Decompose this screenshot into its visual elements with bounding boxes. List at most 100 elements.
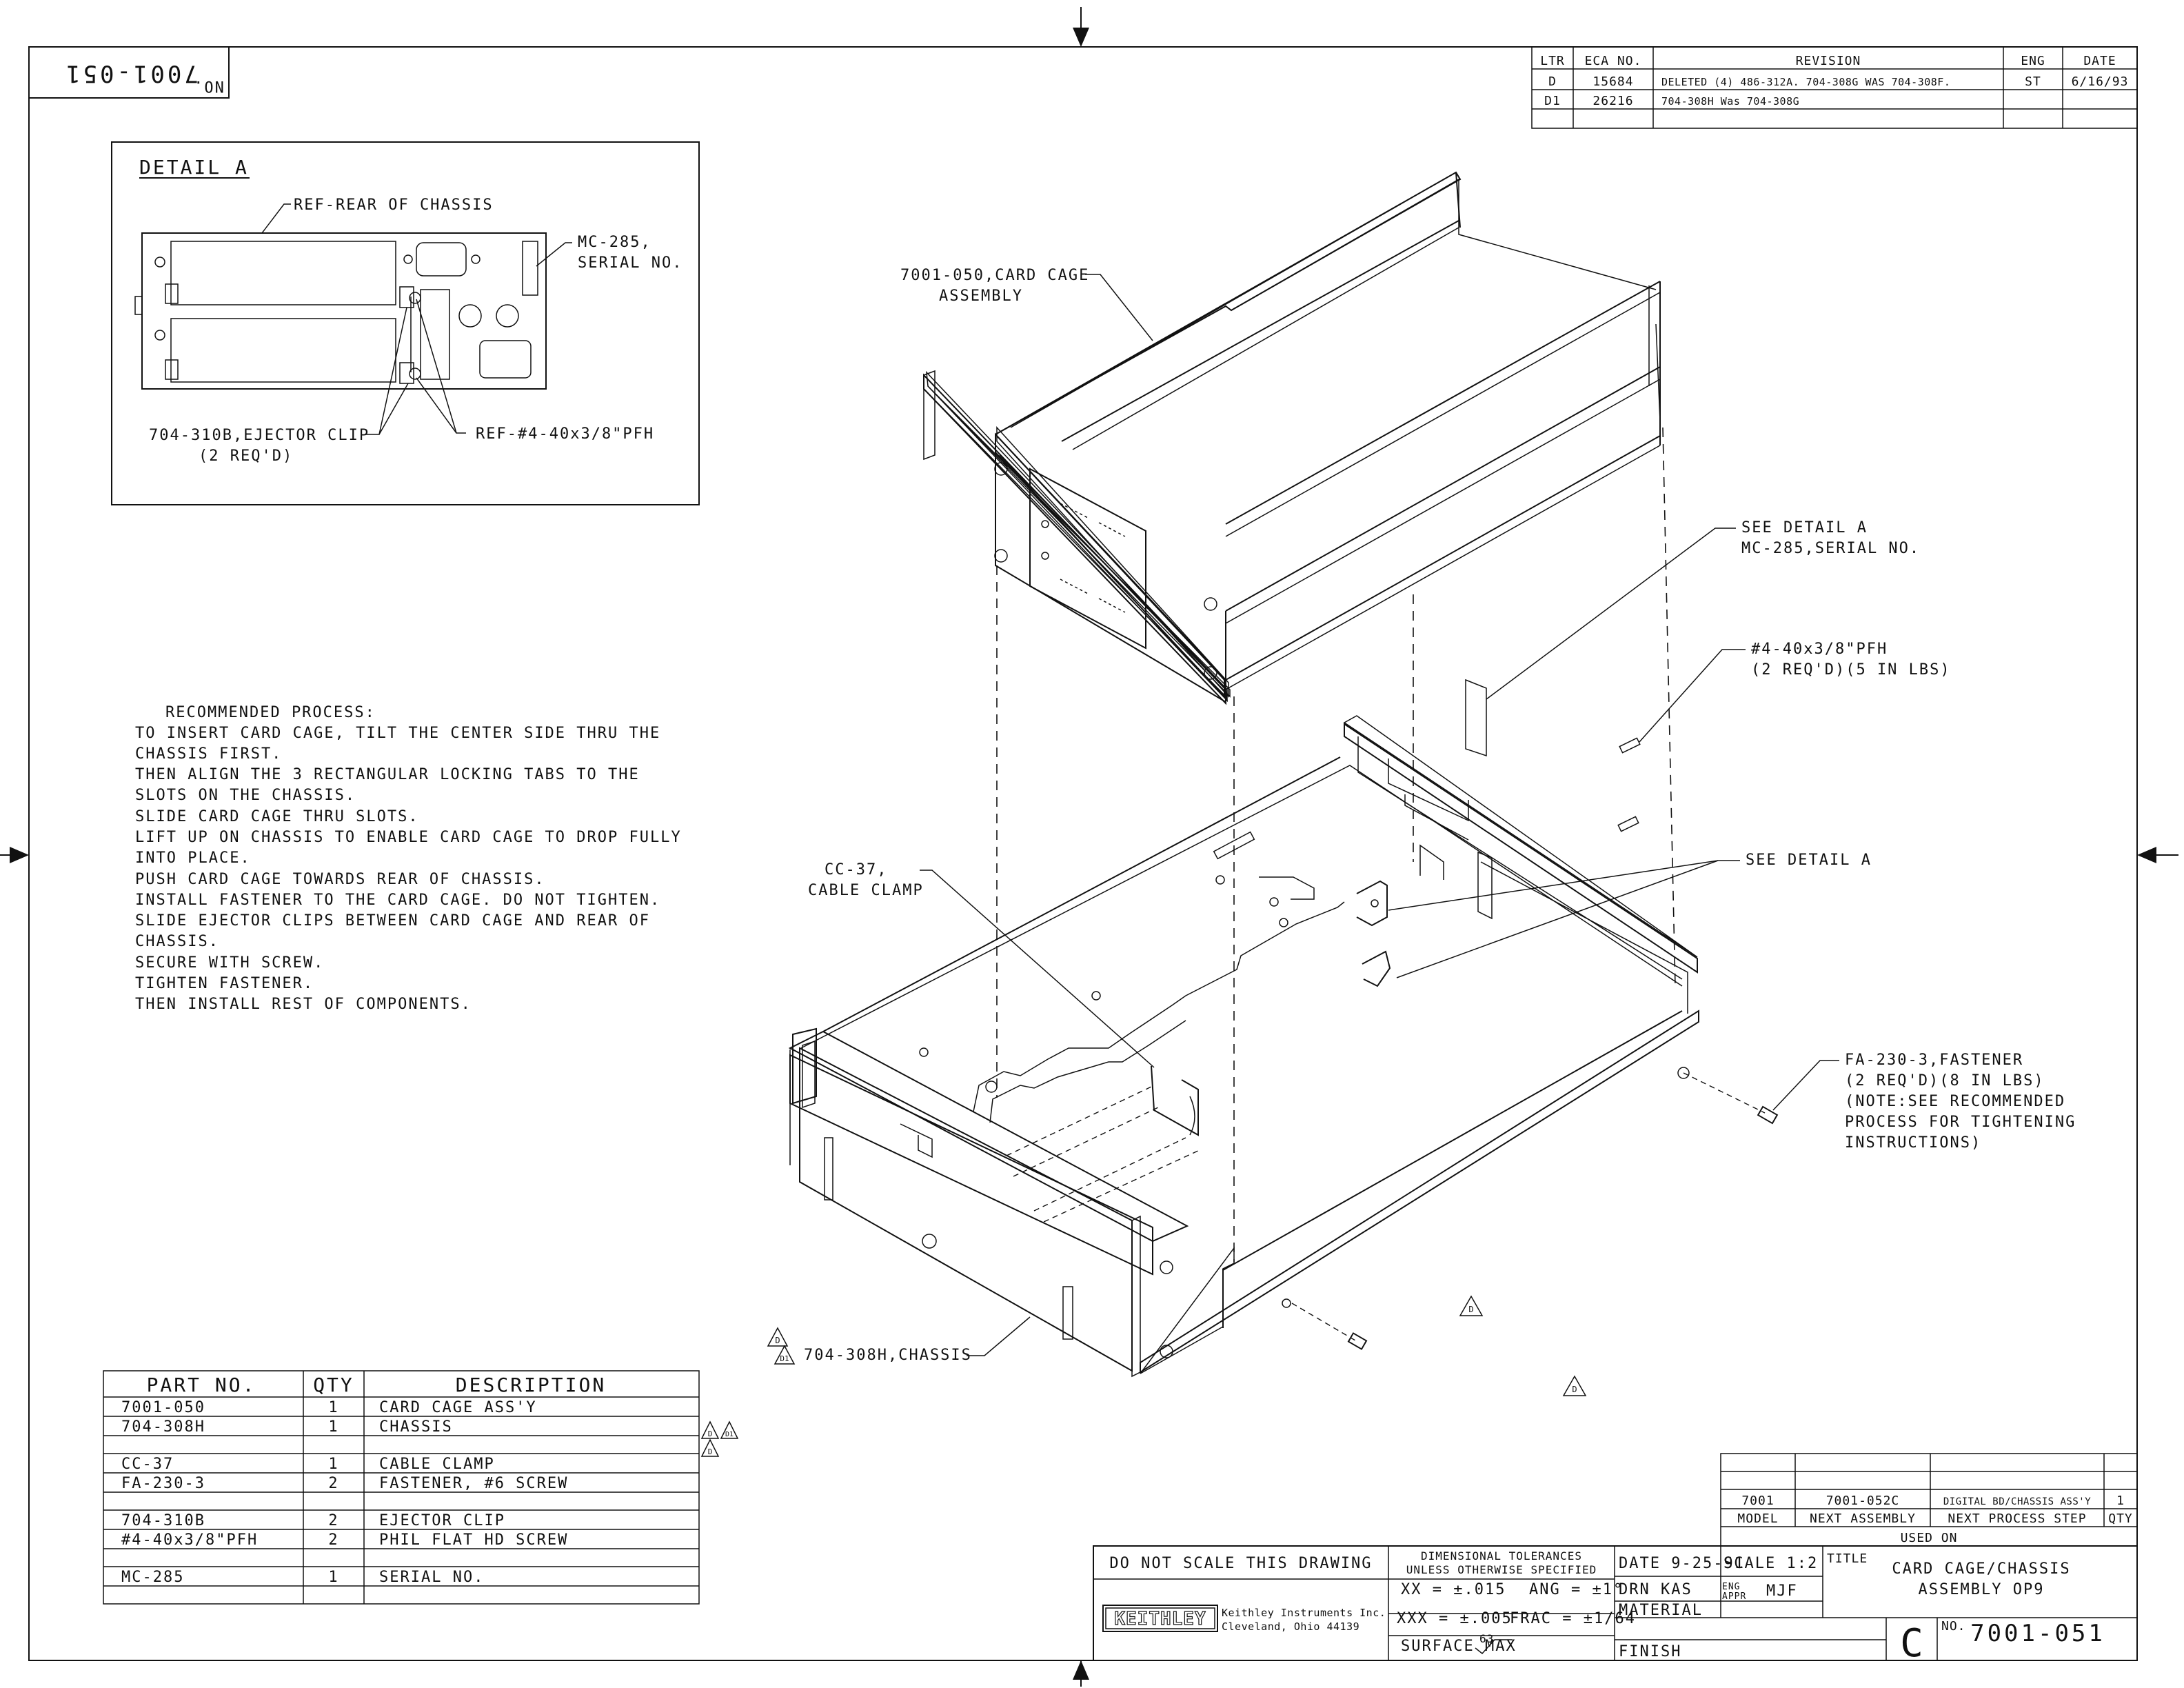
process-line-9: INSTALL FASTENER TO THE CARD CAGE. DO NO… xyxy=(135,892,660,909)
title-appr-label: APPR xyxy=(1722,1591,1746,1602)
parts-list: PART NO. QTY DESCRIPTION 7001-050 1 CARD… xyxy=(103,1370,739,1605)
used-on-next-assembly-value: 7001-052C xyxy=(1826,1494,1900,1508)
rev-row1-eca: 15684 xyxy=(1593,74,1633,89)
process-line-6: LIFT UP ON CHASSIS TO ENABLE CARD CAGE T… xyxy=(135,829,682,846)
callout-see-detail-a-clip: SEE DETAIL A xyxy=(1746,852,1872,869)
callout-fa230-qty: (2 REQ'D)(8 IN LBS) xyxy=(1845,1072,2045,1089)
title-material: MATERIAL xyxy=(1619,1602,1703,1619)
title-no-label: NO. xyxy=(1941,1619,1966,1634)
callout-see-detail-a: SEE DETAIL A xyxy=(1741,519,1868,536)
callout-mc285-serial: MC-285,SERIAL NO. xyxy=(1741,540,1920,557)
process-line-8: PUSH CARD CAGE TOWARDS REAR OF CHASSIS. xyxy=(135,871,545,888)
title-scale: SCALE 1:2 xyxy=(1723,1555,1818,1572)
parts-row-5-part: FA-230-3 xyxy=(121,1475,205,1492)
surface-max-value: 63 xyxy=(1479,1632,1494,1645)
process-heading: RECOMMENDED PROCESS: xyxy=(165,704,376,721)
detail-a-inset: DETAIL A REF-REAR OF CHASSIS MC-285, SER… xyxy=(111,141,700,505)
parts-row-2-qty: 1 xyxy=(328,1418,338,1436)
rev-row1-eng: ST xyxy=(2025,74,2041,89)
used-on-next-assembly-header: NEXT ASSEMBLY xyxy=(1810,1511,1916,1526)
parts-row-10-desc: SERIAL NO. xyxy=(379,1569,484,1586)
main-callouts: 7001-050,CARD CAGE ASSEMBLY SEE DETAIL A… xyxy=(767,267,2074,1396)
rev-triangle-chassis: D D1 xyxy=(767,1327,796,1365)
company-name: Keithley Instruments Inc. xyxy=(1222,1607,1386,1619)
parts-row-8-qty: 2 xyxy=(328,1531,338,1549)
parts-row-2-desc: CHASSIS xyxy=(379,1418,453,1436)
rev-header-eng: ENG xyxy=(2021,54,2045,68)
process-line-3: THEN ALIGN THE 3 RECTANGULAR LOCKING TAB… xyxy=(135,766,640,783)
drawing-number-box: 7001-051 NO. xyxy=(28,46,230,99)
callout-fa230-note-1: (NOTE:SEE RECOMMENDED xyxy=(1845,1093,2065,1110)
process-line-7: INTO PLACE. xyxy=(135,850,251,867)
parts-row-10-qty: 1 xyxy=(328,1569,338,1586)
tolerances-line-1: DIMENSIONAL TOLERANCES xyxy=(1421,1549,1582,1563)
detail-mc285-label: MC-285, xyxy=(578,234,651,251)
process-line-12: SECURE WITH SCREW. xyxy=(135,954,324,972)
detail-a-title: DETAIL A xyxy=(139,156,249,179)
parts-row-1-desc: CARD CAGE ASS'Y xyxy=(379,1399,537,1416)
parts-header-part-no: PART NO. xyxy=(147,1374,256,1396)
used-on-process-header: NEXT PROCESS STEP xyxy=(1948,1511,2086,1526)
rev-row1-date: 6/16/93 xyxy=(2072,74,2129,89)
title-drawn-by: DRN KAS xyxy=(1619,1581,1692,1598)
used-on-caption: USED ON xyxy=(1901,1531,1958,1545)
callout-cable-clamp: CABLE CLAMP xyxy=(808,882,924,899)
parts-row-5-desc: FASTENER, #6 SCREW xyxy=(379,1475,568,1492)
parts-row-4-part: CC-37 xyxy=(121,1456,174,1473)
detail-serial-label: SERIAL NO. xyxy=(578,254,682,272)
callout-pfh-screw: #4-40x3/8"PFH xyxy=(1751,641,1888,658)
parts-row-10-part: MC-285 xyxy=(121,1569,184,1586)
svg-text:D: D xyxy=(775,1336,780,1345)
svg-text:D: D xyxy=(1572,1385,1577,1394)
title-appr-value: MJF xyxy=(1766,1582,1798,1600)
tolerance-frac: FRAC = ±1/64 xyxy=(1510,1610,1636,1627)
svg-text:D1: D1 xyxy=(780,1354,789,1363)
detail-screw-label: REF-#4-40x3/8"PFH xyxy=(476,425,654,443)
parts-row-4-qty: 1 xyxy=(328,1456,338,1473)
title-label: TITLE xyxy=(1827,1551,1868,1566)
used-on-process-value: DIGITAL BD/CHASSIS ASS'Y xyxy=(1943,1496,2091,1507)
parts-rev-flag-3: D xyxy=(708,1447,713,1456)
callout-chassis: 704-308H,CHASSIS xyxy=(804,1347,972,1364)
parts-row-2-part: 704-308H xyxy=(121,1418,205,1436)
tolerance-ang: ANG = ±1° xyxy=(1529,1581,1624,1598)
rev-row1-revision: DELETED (4) 486-312A. 704-308G WAS 704-3… xyxy=(1661,76,1950,88)
parts-row-1-qty: 1 xyxy=(328,1399,338,1416)
process-line-1: TO INSERT CARD CAGE, TILT THE CENTER SID… xyxy=(135,725,660,742)
callout-pfh-qty: (2 REQ'D)(5 IN LBS) xyxy=(1751,661,1951,679)
rev-header-ltr: LTR xyxy=(1540,54,1565,68)
card-cage-assembly xyxy=(923,171,1661,705)
tolerance-xxx: XXX = ±.005 xyxy=(1397,1610,1513,1627)
used-on-block: 7001 7001-052C DIGITAL BD/CHASSIS ASS'Y … xyxy=(1720,1453,2138,1547)
sheet-border xyxy=(0,7,2178,1687)
rev-row2-eca: 26216 xyxy=(1593,94,1633,108)
callout-fa230-note-3: INSTRUCTIONS) xyxy=(1845,1134,1981,1152)
surface-finish-symbol xyxy=(1475,1639,1513,1655)
parts-row-7-qty: 2 xyxy=(328,1512,338,1529)
tolerance-xx: XX = ±.015 xyxy=(1401,1581,1506,1598)
parts-row-5-qty: 2 xyxy=(328,1475,338,1492)
tolerances-line-2: UNLESS OTHERWISE SPECIFIED xyxy=(1406,1563,1597,1576)
drawing-size: C xyxy=(1900,1621,1923,1666)
process-line-5: SLIDE CARD CAGE THRU SLOTS. xyxy=(135,808,419,825)
parts-header-description: DESCRIPTION xyxy=(456,1374,606,1396)
rev-header-revision: REVISION xyxy=(1796,54,1861,68)
rev-header-eca: ECA NO. xyxy=(1585,54,1642,68)
process-line-2: CHASSIS FIRST. xyxy=(135,745,282,763)
used-on-model-header: MODEL xyxy=(1737,1511,1778,1526)
title-line-2: ASSEMBLY OP9 xyxy=(1919,1581,2045,1598)
rev-row1-ltr: D xyxy=(1548,74,1557,89)
recommended-process-notes: RECOMMENDED PROCESS: TO INSERT CARD CAGE… xyxy=(135,704,682,1013)
process-line-4: SLOTS ON THE CHASSIS. xyxy=(135,787,356,804)
keithley-logo: KEITHLEY xyxy=(1114,1609,1206,1629)
chassis xyxy=(788,679,1779,1378)
detail-ref-rear-label: REF-REAR OF CHASSIS xyxy=(294,197,494,214)
used-on-qty-header: QTY xyxy=(2108,1511,2133,1526)
parts-header-qty: QTY xyxy=(313,1374,354,1396)
title-eng-label: ENG xyxy=(1722,1582,1740,1592)
callout-fa230: FA-230-3,FASTENER xyxy=(1845,1052,2023,1069)
parts-row-4-desc: CABLE CLAMP xyxy=(379,1456,495,1473)
callout-card-cage: 7001-050,CARD CAGE xyxy=(900,267,1089,284)
title-drawing-number: 7001-051 xyxy=(1970,1620,2105,1647)
